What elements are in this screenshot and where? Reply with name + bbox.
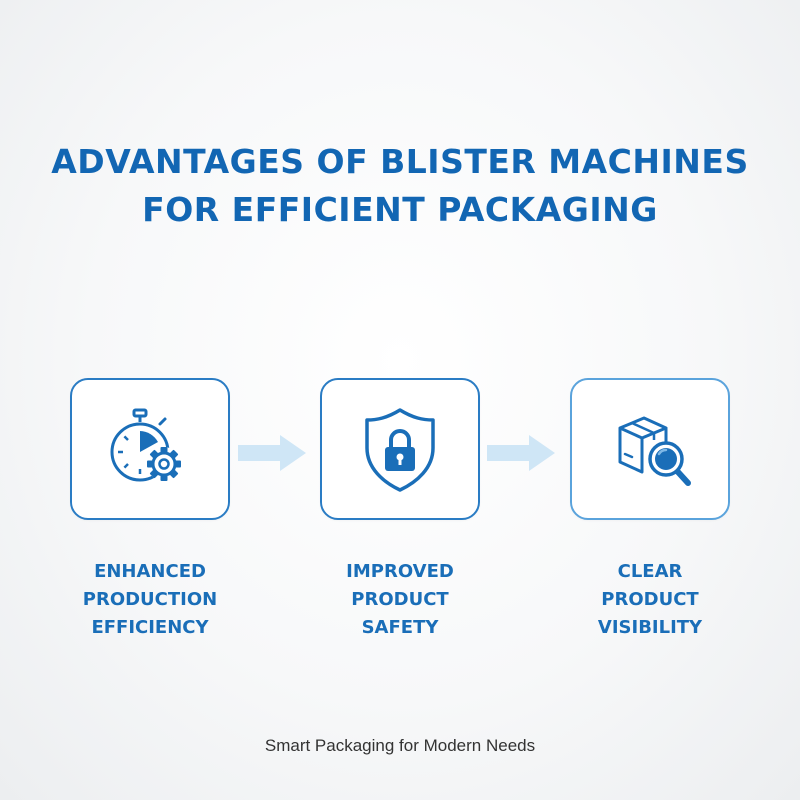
title-line-1: ADVANTAGES OF BLISTER MACHINES <box>51 142 749 181</box>
shield-lock-icon <box>365 408 435 492</box>
stopwatch-gear-icon <box>110 408 181 482</box>
card-product-visibility <box>570 378 730 520</box>
arrow-right-icon <box>487 435 555 471</box>
label-line: PRODUCT <box>351 589 449 610</box>
box-magnifier-icon <box>618 416 691 486</box>
label-line: SAFETY <box>361 617 439 638</box>
label-line: IMPROVED <box>346 561 454 582</box>
step-label-safety: IMPROVED PRODUCT SAFETY <box>300 558 500 642</box>
footer-tagline: Smart Packaging for Modern Needs <box>264 736 536 755</box>
label-line: PRODUCT <box>601 589 699 610</box>
label-line: CLEAR <box>617 561 683 582</box>
page-title: ADVANTAGES OF BLISTER MACHINES FOR EFFIC… <box>0 138 800 234</box>
step-label-efficiency: ENHANCED PRODUCTION EFFICIENCY <box>50 558 250 642</box>
label-line: VISIBILITY <box>597 617 703 638</box>
title-line-2: FOR EFFICIENT PACKAGING <box>142 190 658 229</box>
card-product-safety <box>320 378 480 520</box>
arrow-right-icon <box>238 435 306 471</box>
card-production-efficiency <box>70 378 230 520</box>
label-line: EFFICIENCY <box>91 617 209 638</box>
step-label-visibility: CLEAR PRODUCT VISIBILITY <box>550 558 750 642</box>
label-line: ENHANCED <box>94 561 206 582</box>
label-line: PRODUCTION <box>82 589 218 610</box>
